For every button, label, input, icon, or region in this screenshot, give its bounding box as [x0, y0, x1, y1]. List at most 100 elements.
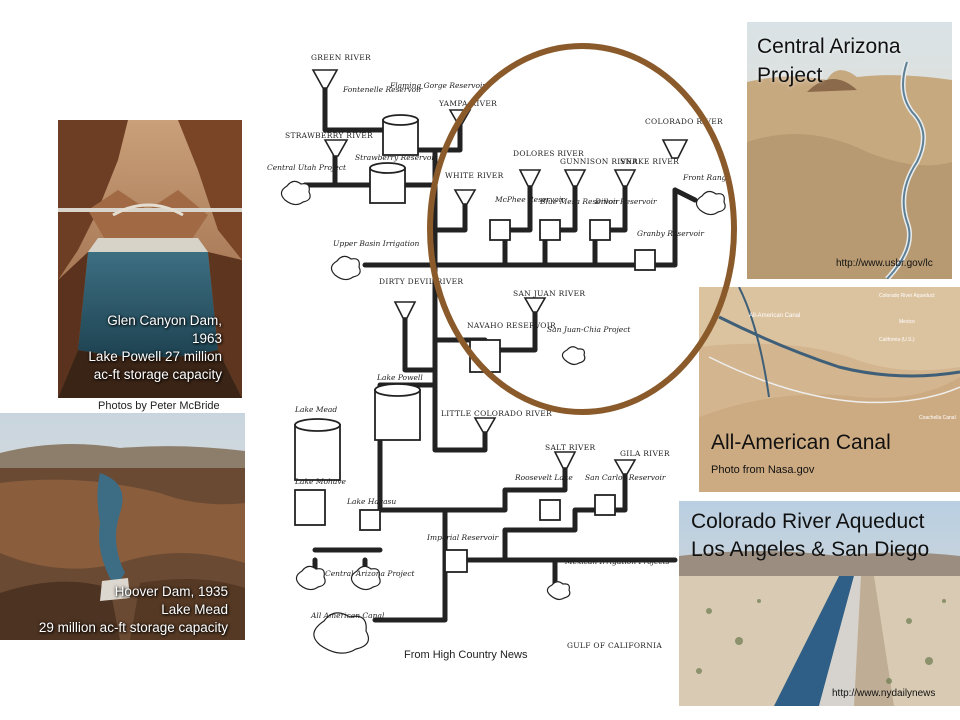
reservoir-label: Imperial Reservoir — [426, 533, 499, 542]
river-label: LITTLE COLORADO RIVER — [441, 409, 552, 418]
project-label: Central Arizona Project — [325, 569, 416, 578]
glen-canyon-caption-line: 1963 — [191, 331, 222, 346]
reservoir-label: NAVAHO RESERVOIR — [467, 321, 556, 330]
outflow-cloud — [561, 346, 586, 366]
river-funnel — [563, 169, 587, 187]
all-american-canal-photo: All-American Canal Colorado River Aquedu… — [699, 287, 960, 492]
reservoir-label: Roosevelt Lake — [514, 473, 573, 482]
map-label: California (U.S.) — [879, 337, 915, 343]
hoover-caption-line: Hoover Dam, 1935 — [114, 584, 228, 599]
hoover-caption-line: Lake Mead — [161, 602, 228, 617]
river-label: GREEN RIVER — [311, 53, 371, 62]
reservoir-tank — [594, 494, 616, 516]
river-label: SAN JUAN RIVER — [513, 289, 585, 298]
cap-title-line: Project — [757, 64, 823, 87]
outflow-cloud — [280, 180, 311, 206]
project-label: Central Utah Project — [267, 163, 347, 172]
river-label: YAMPA RIVER — [438, 99, 497, 108]
reservoir-tank — [294, 489, 326, 526]
reservoir-label: San Carlos Reservoir — [585, 473, 666, 482]
outflow-cloud — [330, 255, 361, 281]
cap-title-line: Central Arizona — [757, 35, 901, 58]
river-funnel — [661, 139, 689, 159]
colorado-river-aqueduct-title: Colorado River Aqueduct Los Angeles & Sa… — [691, 508, 929, 564]
project-label: San Juan-Chia Project — [547, 325, 631, 334]
outflow-cloud — [295, 565, 326, 591]
usbr-url: http://www.usbr.gov/lc — [836, 258, 933, 269]
hoover-dam-caption: Hoover Dam, 1935 Lake Mead 29 million ac… — [0, 583, 228, 637]
reservoir-label: Lake Mohave — [294, 477, 347, 486]
pipe — [442, 462, 568, 513]
river-funnel — [518, 169, 542, 187]
river-funnel — [553, 451, 577, 469]
reservoir-label: Strawberry Reservoir — [355, 153, 438, 162]
pipe — [402, 312, 438, 373]
reservoir-label: Dillon Reservoir — [594, 197, 657, 206]
glen-canyon-caption-line: Glen Canyon Dam, — [107, 313, 222, 328]
project-label: All American Canal — [310, 611, 385, 620]
pipe — [502, 467, 628, 563]
outflow-cloud — [695, 190, 726, 216]
reservoir-label: Lake Powell — [376, 373, 423, 382]
reservoir-tank — [294, 424, 341, 481]
main-pipe — [372, 557, 448, 623]
river-label: SALT RIVER — [545, 443, 596, 452]
river-label: DIRTY DEVIL RIVER — [379, 277, 463, 286]
glen-canyon-caption: Glen Canyon Dam, 1963 Lake Powell 27 mil… — [60, 312, 222, 384]
river-label: GILA RIVER — [620, 449, 670, 458]
project-label: Front Range Diversions — [682, 173, 730, 182]
colorado-river-plumbing-diagram: GREEN RIVER YAMPA RIVER STRAWBERRY RIVER… — [255, 40, 730, 680]
reservoir-tank — [374, 389, 421, 441]
cra-title-line: Colorado River Aqueduct — [691, 510, 925, 533]
central-arizona-project-photo — [747, 22, 952, 279]
glen-canyon-dam-photo — [58, 120, 242, 398]
river-label: WHITE RIVER — [445, 171, 504, 180]
nasa-photo-credit: Photo from Nasa.gov — [711, 464, 815, 476]
river-funnel — [523, 297, 547, 313]
main-pipe — [432, 147, 678, 268]
project-label: Upper Basin Irrigation — [333, 239, 420, 248]
river-funnel — [613, 459, 637, 475]
reservoir-tank — [444, 549, 468, 573]
reservoir-label: Granby Reservoir — [637, 229, 704, 238]
reservoir-label: Flaming Gorge Reservoir — [389, 81, 486, 90]
river-funnel — [453, 189, 477, 205]
project-label: GULF OF CALIFORNIA — [567, 641, 662, 650]
all-american-canal-title: All-American Canal — [711, 431, 891, 454]
pipe — [672, 187, 698, 203]
hoover-dam-photo — [0, 413, 245, 640]
glen-canyon-caption-line: ac-ft storage capacity — [93, 367, 222, 382]
outflow-cloud — [546, 581, 571, 601]
river-funnel — [613, 169, 637, 187]
river-funnel — [323, 139, 349, 157]
reservoir-tank — [359, 509, 381, 531]
reservoir-tank — [539, 499, 561, 521]
river-funnel — [473, 417, 497, 433]
map-label: Coachella Canal — [919, 415, 956, 421]
reservoir-tank — [634, 249, 656, 271]
river-label: STRAWBERRY RIVER — [285, 131, 373, 140]
colorado-river-aqueduct-photo — [679, 501, 960, 706]
pipe — [432, 197, 468, 233]
project-label: Mexican Irrigation Projects — [564, 557, 670, 566]
map-label: Colorado River Aqueduct — [879, 293, 935, 299]
reservoir-label: Fontenelle Reservoir — [342, 85, 423, 94]
cra-title-line: Los Angeles & San Diego — [691, 538, 930, 561]
reservoir-label: Lake Mead — [294, 405, 337, 414]
central-arizona-project-title: Central Arizona Project — [757, 32, 901, 90]
high-country-news-credit: From High Country News — [404, 649, 528, 661]
pipe — [432, 117, 463, 153]
reservoir-tank — [539, 219, 561, 241]
river-label: SNAKE RIVER — [620, 157, 679, 166]
pipe — [432, 397, 488, 453]
river-label: COLORADO RIVER — [645, 117, 723, 126]
glen-canyon-caption-line: Lake Powell 27 million — [88, 349, 222, 364]
reservoir-tank — [489, 219, 511, 241]
outflow-cloud — [350, 565, 381, 591]
reservoir-tank — [469, 339, 501, 373]
river-funnel — [393, 301, 417, 319]
river-funnel — [448, 109, 472, 125]
map-label: Mexico — [899, 319, 915, 325]
reservoir-label: Lake Havasu — [346, 497, 396, 506]
map-label: All-American Canal — [749, 313, 800, 319]
